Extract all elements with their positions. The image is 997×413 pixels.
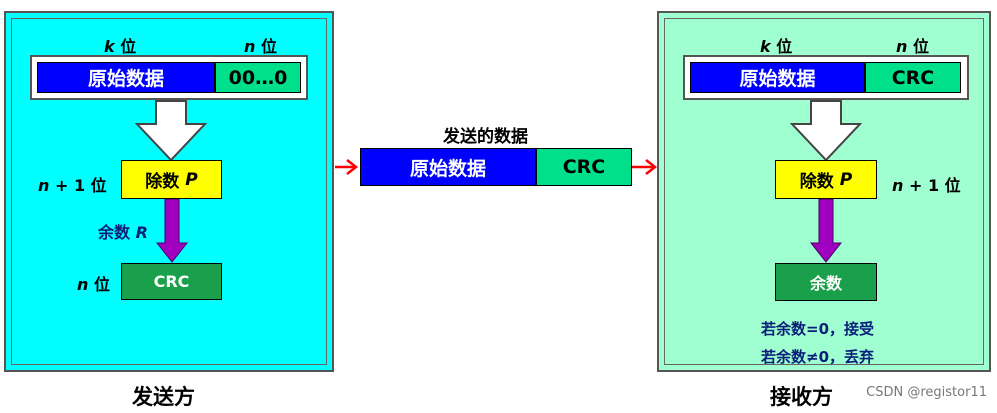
receiver-k-unit: 位 (776, 37, 793, 56)
sender-np1-var: n (38, 176, 50, 195)
sender-data-text: 原始数据 (87, 68, 164, 90)
sender-k-bits-label: k 位 (104, 33, 136, 57)
sender-down-arrow (135, 100, 207, 162)
sender-n-var: n (244, 37, 256, 56)
sender-purple-arrow (156, 199, 188, 263)
middle-data-text: 原始数据 (409, 157, 486, 180)
sender-np1-label: n + 1 位 (38, 172, 107, 196)
receiver-crc-text: CRC (891, 66, 935, 89)
middle-title: 发送的数据 (443, 127, 528, 147)
left-red-arrow (335, 159, 359, 175)
sender-n-bits-label: n 位 (244, 33, 277, 57)
receiver-divisor-var: P (839, 169, 853, 190)
receiver-down-arrow (790, 100, 862, 162)
middle-data-field: 原始数据 (360, 148, 536, 186)
receiver-divisor-box: 除数 P (775, 160, 877, 199)
receiver-np1-rest: + 1 位 (908, 176, 961, 195)
receiver-remainder-box: 余数 (775, 263, 877, 301)
receiver-frame: 原始数据 CRC (683, 55, 969, 100)
sender-remainder-text: 余数 (98, 223, 131, 242)
sender-data-field: 原始数据 (37, 62, 215, 93)
receiver-remainder-text: 余数 (809, 274, 842, 293)
receiver-panel-border (664, 18, 984, 365)
sender-divisor-box: 除数 P (121, 160, 222, 199)
receiver-n-bits-label: n 位 (896, 33, 929, 57)
receiver-crc-field: CRC (865, 62, 961, 93)
sender-zeros-field: 00…0 (215, 62, 301, 93)
receiver-np1-var: n (892, 176, 904, 195)
sender-crc-n-unit: 位 (93, 275, 110, 294)
sender-crc-box: CRC (121, 263, 222, 300)
sender-np1-rest: + 1 位 (54, 176, 107, 195)
receiver-data-text: 原始数据 (739, 68, 816, 90)
sender-panel-border (11, 18, 327, 365)
sender-divisor-var: P (185, 169, 198, 190)
receiver-k-var: k (760, 37, 771, 56)
sender-n-unit: 位 (260, 37, 277, 56)
receiver-divisor-text: 除数 (799, 172, 834, 192)
sender-frame: 原始数据 00…0 (30, 55, 308, 100)
right-red-arrow (632, 159, 658, 175)
watermark: CSDN @registor11 (866, 385, 987, 400)
sender-divisor-text: 除数 (145, 172, 180, 192)
sender-crc-text: CRC (153, 272, 190, 291)
receiver-np1-label: n + 1 位 (892, 172, 961, 196)
middle-crc-field: CRC (536, 148, 632, 186)
sender-remainder-label: 余数 R (98, 219, 148, 243)
sender-zeros-text: 00…0 (228, 66, 288, 89)
receiver-k-bits-label: k 位 (760, 33, 792, 57)
receiver-title: 接收方 (770, 385, 833, 409)
sender-remainder-var: R (135, 223, 148, 242)
sender-crc-n-var: n (77, 275, 89, 294)
middle-crc-text: CRC (562, 156, 606, 178)
receiver-purple-arrow (810, 199, 842, 263)
receiver-rule-accept: 若余数=0，接受 (761, 320, 875, 338)
receiver-n-var: n (896, 37, 908, 56)
receiver-n-unit: 位 (912, 37, 929, 56)
sender-title: 发送方 (132, 385, 195, 409)
sender-k-var: k (104, 37, 115, 56)
sender-crc-n-label: n 位 (77, 271, 110, 295)
receiver-rule-discard: 若余数≠0，丢弃 (761, 348, 875, 366)
sender-k-unit: 位 (120, 37, 137, 56)
receiver-data-field: 原始数据 (690, 62, 865, 93)
